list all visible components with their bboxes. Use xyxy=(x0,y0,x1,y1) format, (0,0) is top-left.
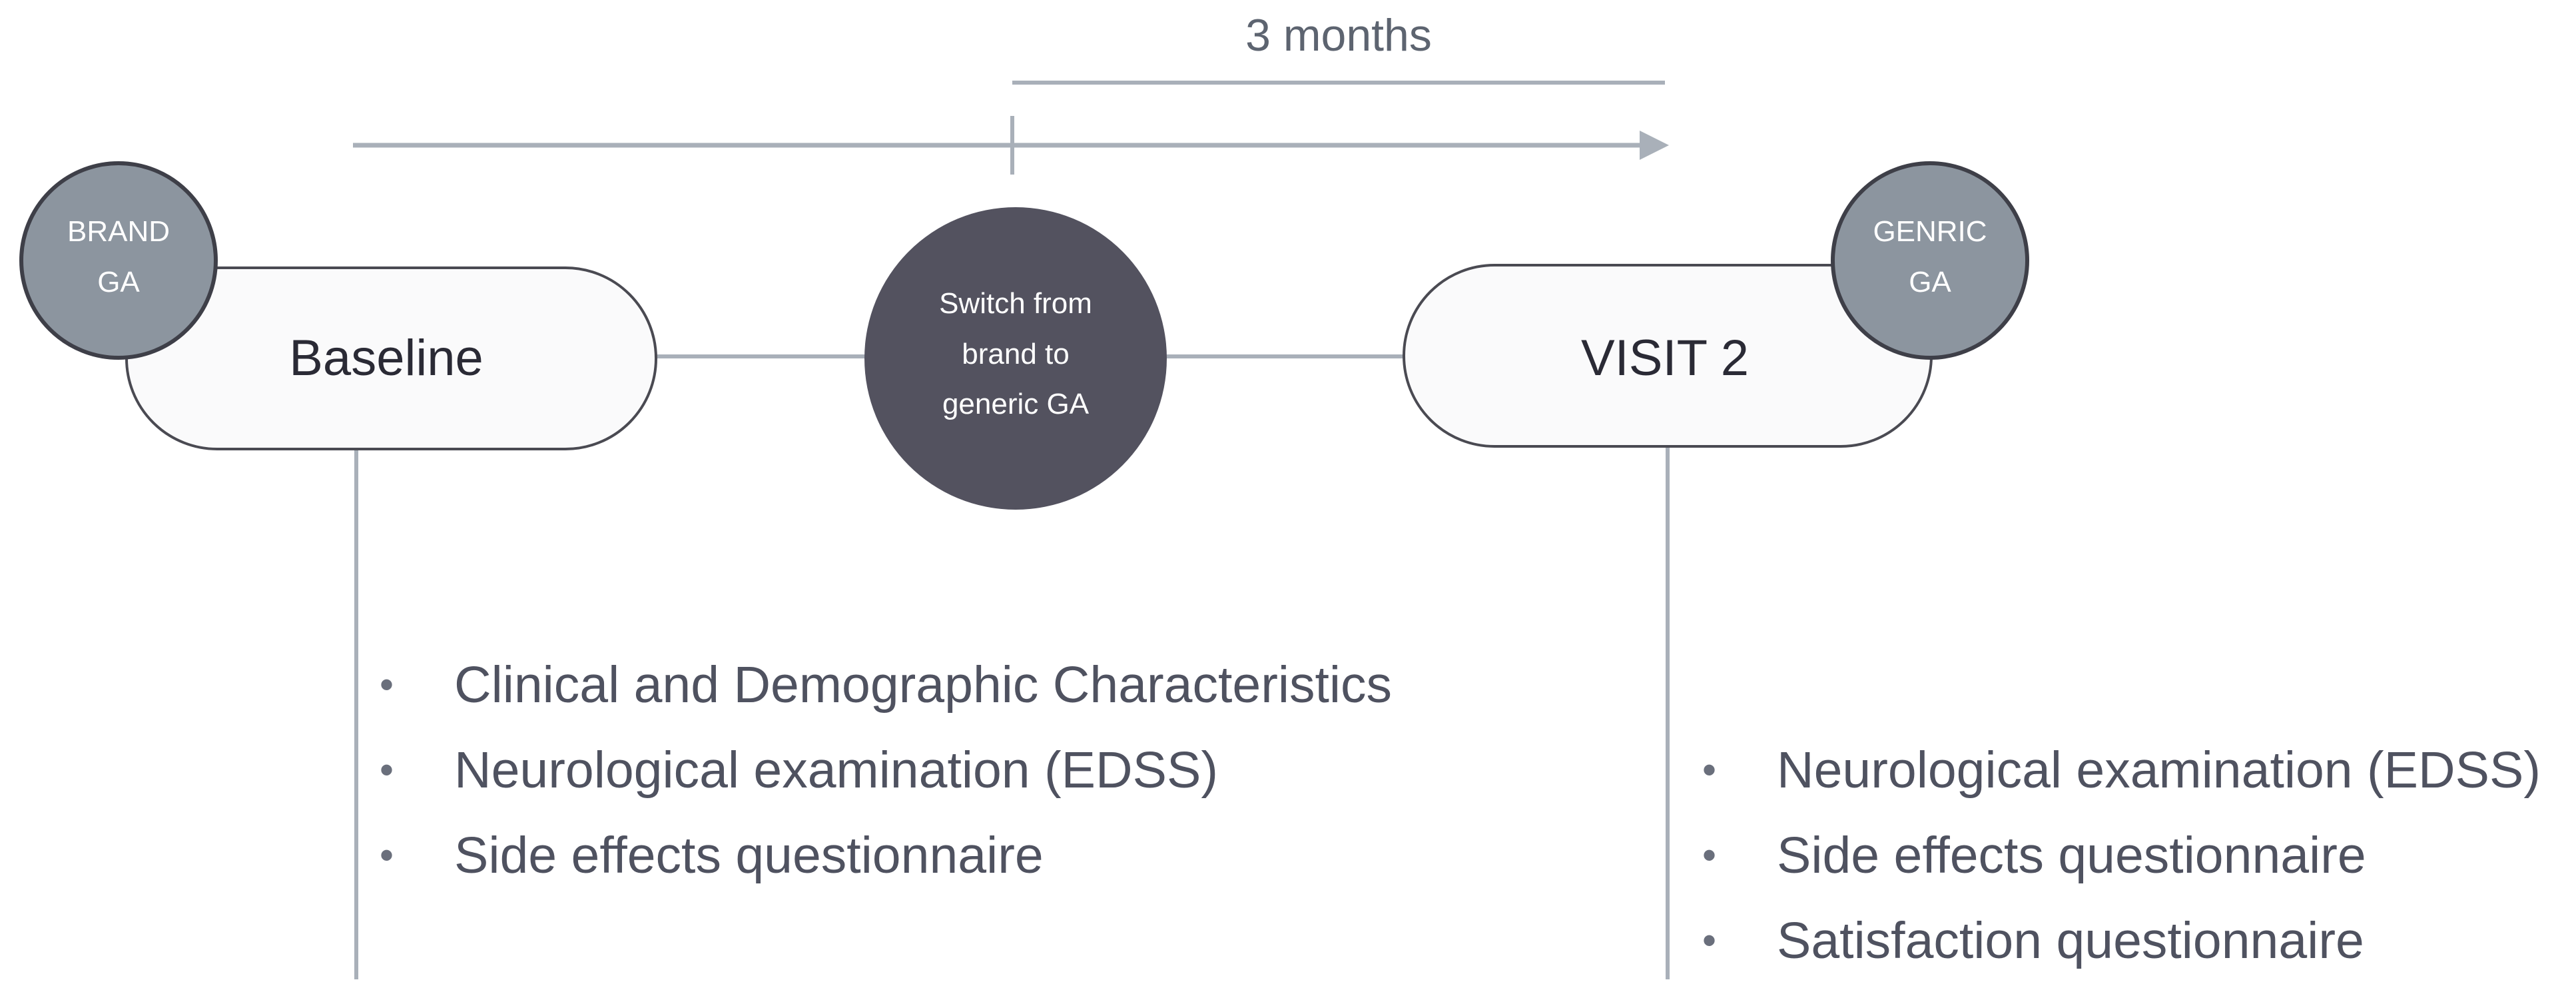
switch-line1: Switch from xyxy=(939,287,1092,320)
generic-ga-badge xyxy=(1831,161,2029,360)
list-item: Neurological examination (EDSS) xyxy=(380,728,1392,813)
switch-line3: generic GA xyxy=(942,388,1090,421)
switch-line2: brand to xyxy=(962,337,1070,370)
generic-ga-line1: GENRIC xyxy=(1873,215,1987,248)
baseline-label: Baseline xyxy=(289,330,483,386)
brand-ga-line1: BRAND xyxy=(67,215,170,248)
switch-circle xyxy=(864,207,1167,510)
visit2-assessments-list: Neurological examination (EDSS) Side eff… xyxy=(1702,728,2541,983)
duration-label: 3 months xyxy=(1245,10,1432,61)
switch-circle-label: Switch from brand to generic GA xyxy=(882,278,1149,430)
list-item: Clinical and Demographic Characteristics xyxy=(380,642,1392,728)
brand-ga-badge-label: BRAND GA xyxy=(25,207,212,307)
list-item: Satisfaction questionnaire xyxy=(1702,898,2541,983)
brand-ga-badge xyxy=(19,161,218,360)
timeline-arrow-head xyxy=(1640,131,1669,160)
brand-ga-line2: GA xyxy=(97,265,140,298)
generic-ga-badge-label: GENRIC GA xyxy=(1837,207,2023,307)
generic-ga-line2: GA xyxy=(1909,265,1951,298)
visit2-label: VISIT 2 xyxy=(1580,330,1750,386)
list-item: Side effects questionnaire xyxy=(1702,813,2541,898)
list-item: Side effects questionnaire xyxy=(380,813,1392,898)
list-item: Neurological examination (EDSS) xyxy=(1702,728,2541,813)
baseline-assessments-list: Clinical and Demographic Characteristics… xyxy=(380,642,1392,898)
